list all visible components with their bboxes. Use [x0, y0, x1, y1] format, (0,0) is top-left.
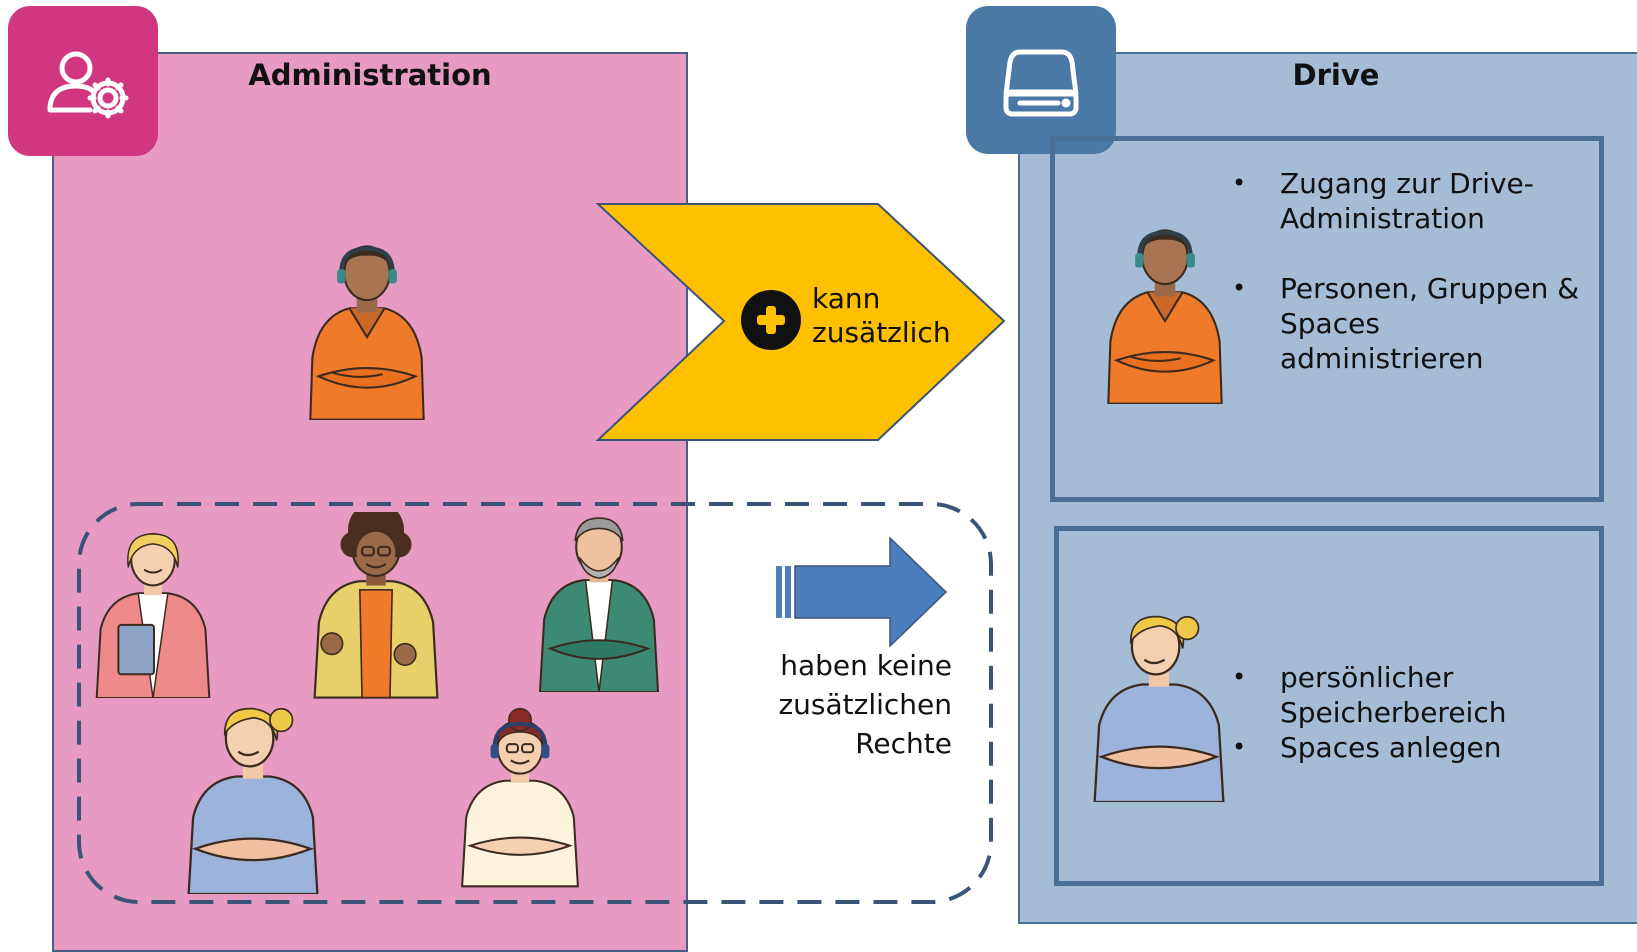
person-user-1 [86, 530, 220, 698]
drive-title: Drive [1292, 58, 1380, 92]
drive-user-rights-list: persönlicher Speicherbereich Spaces anle… [1232, 660, 1592, 765]
plus-circle-icon [741, 290, 801, 350]
list-item: Spaces anlegen [1232, 730, 1592, 765]
person-admin-drive [1098, 228, 1232, 404]
user-gear-icon [47, 51, 129, 119]
drive-user-rights-box [1054, 526, 1604, 886]
drive-admin-rights-list: Zugang zur Drive-Administration Personen… [1232, 166, 1592, 376]
list-item: Zugang zur Drive-Administration [1232, 166, 1592, 236]
list-item: Personen, Gruppen & Spaces administriere… [1232, 271, 1592, 376]
person-user-2 [306, 512, 446, 700]
person-user-drive [1084, 610, 1234, 802]
user-group-outline [77, 502, 993, 904]
admin-arrow-label: kann zusätzlich [812, 282, 951, 349]
user-arrow-label: haben keine zusätzlichen Rechte [778, 649, 952, 760]
hard-drive-icon [1003, 49, 1079, 117]
drive-admin-rights-box [1050, 136, 1604, 502]
user-arrow [776, 536, 948, 648]
drive-icon-tile [966, 6, 1116, 154]
person-admin [300, 244, 434, 420]
administration-icon-tile [8, 6, 158, 156]
list-item: persönlicher Speicherbereich [1232, 660, 1592, 730]
person-user-5 [454, 702, 586, 898]
administration-title: Administration [248, 58, 492, 92]
person-user-4 [178, 702, 328, 894]
person-user-3 [528, 516, 670, 692]
